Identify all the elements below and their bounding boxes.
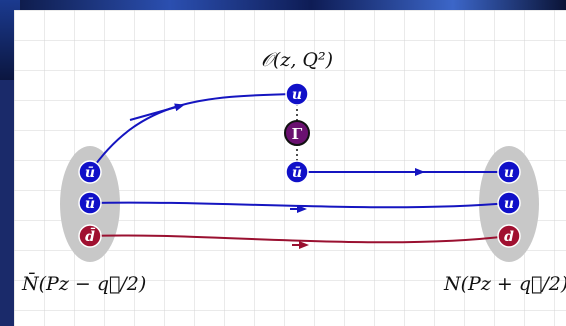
- gamma-vertex: Γ: [285, 121, 309, 145]
- quark-right-top: u: [498, 161, 520, 183]
- quark-right-top-label: u: [504, 165, 514, 181]
- gamma-label: Γ: [292, 125, 303, 143]
- quark-operator-bot: ū: [286, 161, 308, 183]
- quark-right-mid-label: u: [504, 196, 514, 212]
- quark-left-bot-label: d̄: [85, 226, 96, 245]
- quark-operator-top-label: u: [292, 87, 302, 103]
- quark-left-mid-label: ū: [85, 196, 95, 212]
- quark-operator-bot-label: ū: [292, 165, 302, 181]
- quark-left-top-label: ū: [85, 165, 95, 181]
- quark-right-bot: d: [498, 225, 520, 247]
- quark-right-mid: u: [498, 192, 520, 214]
- quark-operator-top: u: [286, 83, 308, 105]
- right-state-label: N(Pz + q⃗/2): [443, 273, 566, 295]
- quark-left-bot: d̄: [79, 225, 101, 247]
- quark-right-bot-label: d: [504, 229, 514, 245]
- operator-label: 𝒪(z, Q²): [261, 49, 333, 71]
- quark-left-mid: ū: [79, 192, 101, 214]
- quark-left-top: ū: [79, 161, 101, 183]
- left-state-label: N̄(Pz − q⃗/2): [21, 272, 146, 295]
